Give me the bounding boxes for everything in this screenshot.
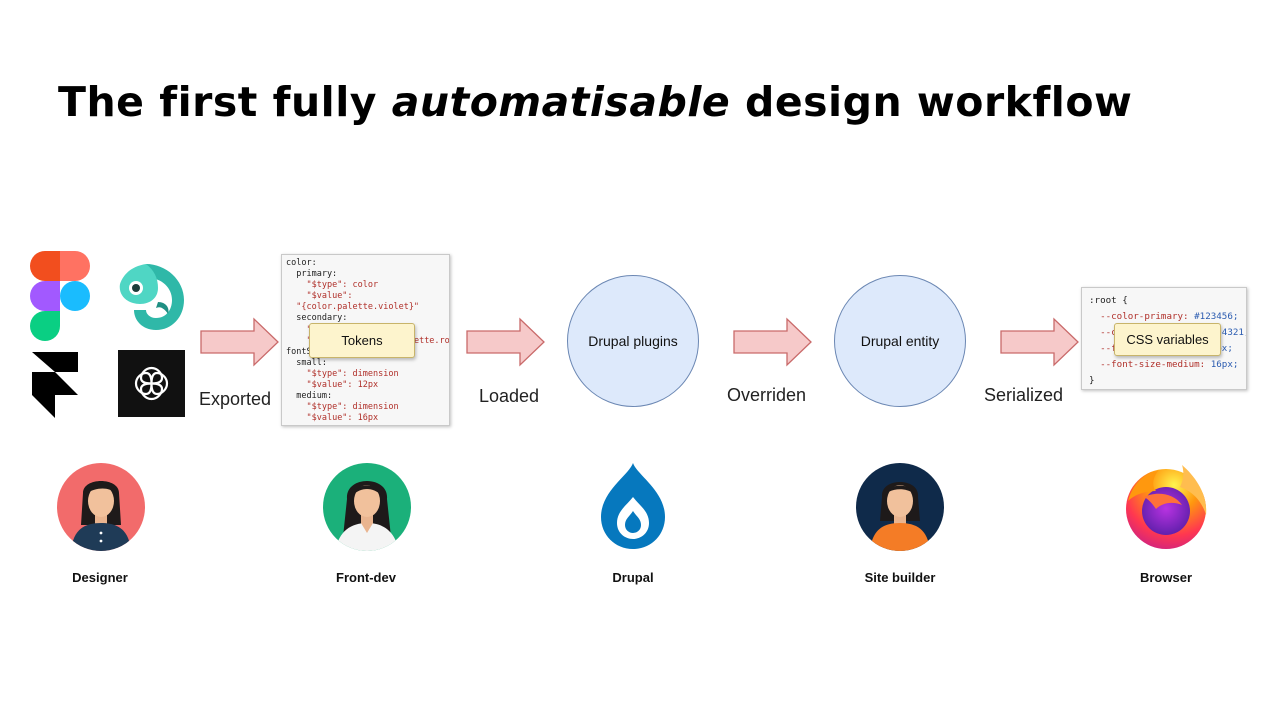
chameleon-icon	[119, 264, 184, 330]
page-title: The first fully automatisable design wor…	[58, 78, 1133, 126]
css-variables-note: CSS variables	[1114, 323, 1221, 356]
step-label-loaded: Loaded	[479, 386, 540, 406]
site-builder-avatar-icon	[856, 463, 944, 551]
tokens-code-line: "{color.palette.violet}"	[286, 302, 420, 313]
tokens-code-line: "$value":	[306, 291, 353, 302]
arrow-loaded	[466, 317, 545, 367]
tokens-note: Tokens	[309, 323, 415, 358]
role-label-designer: Designer	[72, 570, 128, 585]
tokens-code-line: "$type": dimension	[306, 402, 399, 413]
drupal-plugins-label: Drupal plugins	[588, 333, 678, 349]
framer-icon	[32, 352, 78, 418]
tokens-code-line: "$type": dimension	[306, 368, 399, 379]
arrow-serialized	[1000, 317, 1079, 367]
drupal-drop-icon	[601, 463, 665, 549]
title-emphasis: automatisable	[391, 78, 731, 126]
css-code-close: }	[1089, 375, 1095, 386]
css-code-line: --font-size-medium: 16px;	[1100, 359, 1239, 370]
tokens-code-line: "$value": 12px	[306, 380, 379, 391]
css-code-open: :root {	[1089, 295, 1128, 306]
css-code-line: --color-primary: #123456;	[1100, 311, 1239, 322]
tokens-code-line: primary:	[286, 269, 338, 280]
tokens-studio-icon	[118, 350, 185, 417]
role-label-drupal: Drupal	[612, 570, 654, 585]
tokens-code-line: small:	[286, 357, 327, 368]
role-label-front-dev: Front-dev	[336, 570, 396, 585]
role-label-site-builder: Site builder	[864, 570, 936, 585]
step-label-serialized: Serialized	[984, 385, 1064, 405]
arrow-exported	[200, 317, 279, 367]
role-label-browser: Browser	[1139, 570, 1193, 585]
figma-icon	[30, 251, 90, 341]
tokens-code-line: "$type": color	[306, 280, 379, 291]
drupal-plugins-node: Drupal plugins	[567, 275, 699, 407]
tokens-code-line: color:	[286, 258, 317, 268]
drupal-entity-label: Drupal entity	[860, 333, 940, 349]
drupal-entity-node: Drupal entity	[834, 275, 966, 407]
tokens-code-line: medium:	[286, 391, 333, 402]
tokens-code-line: secondary:	[286, 313, 348, 324]
step-label-exported: Exported	[199, 389, 272, 409]
front-dev-avatar-icon	[323, 463, 411, 551]
tokens-code-line: "$value": 16px	[306, 413, 379, 424]
firefox-icon	[1126, 465, 1207, 549]
designer-avatar-icon	[57, 463, 145, 551]
arrow-overriden	[733, 317, 812, 367]
step-label-overriden: Overriden	[727, 385, 807, 405]
